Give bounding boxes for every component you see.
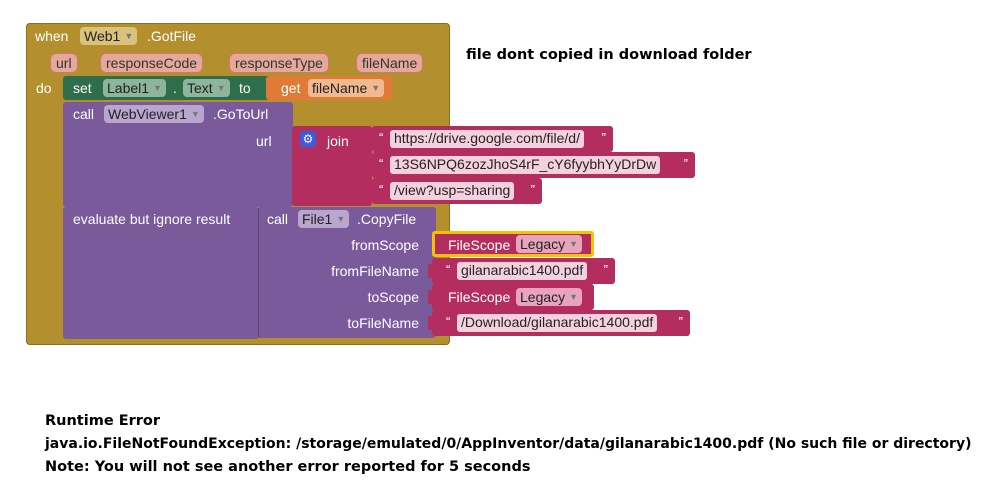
property-name: Text — [187, 80, 213, 96]
param-responsecode[interactable]: responseCode — [100, 53, 204, 73]
open-quote: “ — [446, 314, 451, 329]
open-quote: “ — [379, 156, 384, 171]
component-dropdown-web1[interactable]: Web1▼ — [80, 27, 138, 45]
dot-separator: . — [173, 80, 177, 96]
param-filename[interactable]: fileName — [356, 53, 424, 73]
param-url[interactable]: url — [50, 53, 78, 73]
get-keyword: get — [281, 80, 301, 96]
gear-icon[interactable]: ⚙ — [300, 131, 316, 147]
text-string-file-id[interactable]: “ 13S6NPQ6zozJhoS4rF_cY6fyybhYyDrDw ” — [372, 152, 695, 178]
component-name: WebViewer1 — [108, 106, 187, 122]
error-note: Note: You will not see another error rep… — [45, 459, 531, 475]
join-label: join — [327, 133, 349, 149]
fromscope-arg-label: fromScope — [351, 237, 419, 253]
url-arg-label: url — [256, 133, 272, 149]
text-string-url-suffix[interactable]: “ /view?usp=sharing ” — [372, 178, 542, 204]
error-title: Runtime Error — [45, 413, 161, 429]
string-value[interactable]: /Download/gilanarabic1400.pdf — [457, 314, 658, 332]
param-responsetype[interactable]: responseType — [229, 53, 329, 73]
component-dropdown-file1[interactable]: File1▼ — [298, 210, 350, 228]
method-name: .CopyFile — [357, 211, 417, 227]
component-name: File1 — [302, 211, 333, 227]
text-string-to-filename[interactable]: “ /Download/gilanarabic1400.pdf ” — [432, 310, 690, 336]
component-name: Web1 — [84, 28, 121, 44]
string-value[interactable]: https://drive.google.com/file/d/ — [390, 130, 584, 148]
dropdown-arrow-icon: ▼ — [569, 239, 579, 249]
scope-value: Legacy — [520, 236, 566, 252]
close-quote: ” — [601, 130, 606, 145]
variable-name: fileName — [312, 80, 368, 96]
dropdown-arrow-icon: ▼ — [371, 83, 381, 93]
close-quote: ” — [603, 262, 608, 277]
text-string-url-prefix[interactable]: “ https://drive.google.com/file/d/ ” — [372, 126, 613, 152]
scope-value: Legacy — [520, 289, 566, 305]
string-value[interactable]: 13S6NPQ6zozJhoS4rF_cY6fyybhYyDrDw — [390, 156, 661, 174]
evaluate-ignore-result-block[interactable] — [63, 207, 259, 339]
fromfilename-arg-label: fromFileName — [331, 263, 419, 279]
evaluate-label: evaluate but ignore result — [73, 211, 231, 227]
scope-dropdown-legacy[interactable]: Legacy▼ — [516, 235, 583, 253]
component-dropdown-label1[interactable]: Label1▼ — [103, 79, 166, 97]
dropdown-arrow-icon: ▼ — [569, 292, 579, 302]
text-string-from-filename[interactable]: “ gilanarabic1400.pdf ” — [432, 258, 615, 284]
do-label: do — [36, 80, 52, 96]
method-name: .GoToUrl — [213, 106, 269, 122]
event-name: .GotFile — [147, 28, 197, 44]
call-keyword: call — [267, 211, 289, 227]
dropdown-arrow-icon: ▼ — [124, 31, 134, 41]
side-note: file dont copied in download folder — [466, 47, 752, 63]
set-keyword: set — [73, 80, 92, 96]
dropdown-arrow-icon: ▼ — [153, 83, 162, 93]
close-quote: ” — [530, 182, 535, 197]
property-dropdown-text[interactable]: Text▼ — [183, 79, 230, 97]
close-quote: ” — [683, 156, 688, 171]
open-quote: “ — [446, 262, 451, 277]
open-quote: “ — [379, 130, 384, 145]
tofilename-arg-label: toFileName — [347, 315, 419, 331]
component-dropdown-webviewer1[interactable]: WebViewer1▼ — [104, 105, 204, 123]
to-keyword: to — [239, 80, 251, 96]
dropdown-arrow-icon: ▼ — [190, 109, 200, 119]
component-name: Label1 — [107, 80, 150, 96]
scope-label: FileScope — [448, 237, 511, 253]
when-keyword: when — [35, 28, 69, 44]
string-value[interactable]: /view?usp=sharing — [390, 182, 515, 200]
set-label-text-block[interactable] — [63, 76, 273, 100]
call-file-copyfile-block[interactable] — [258, 207, 436, 338]
close-quote: ” — [678, 314, 683, 329]
variable-dropdown-filename[interactable]: fileName▼ — [308, 79, 385, 97]
dropdown-arrow-icon: ▼ — [216, 83, 226, 93]
scope-dropdown-legacy[interactable]: Legacy▼ — [516, 288, 583, 306]
open-quote: “ — [379, 182, 384, 197]
dropdown-arrow-icon: ▼ — [336, 214, 346, 224]
string-value[interactable]: gilanarabic1400.pdf — [457, 262, 588, 280]
scope-label: FileScope — [448, 289, 511, 305]
error-message: java.io.FileNotFoundException: /storage/… — [45, 436, 972, 452]
toscope-arg-label: toScope — [367, 289, 419, 305]
call-keyword: call — [73, 106, 95, 122]
